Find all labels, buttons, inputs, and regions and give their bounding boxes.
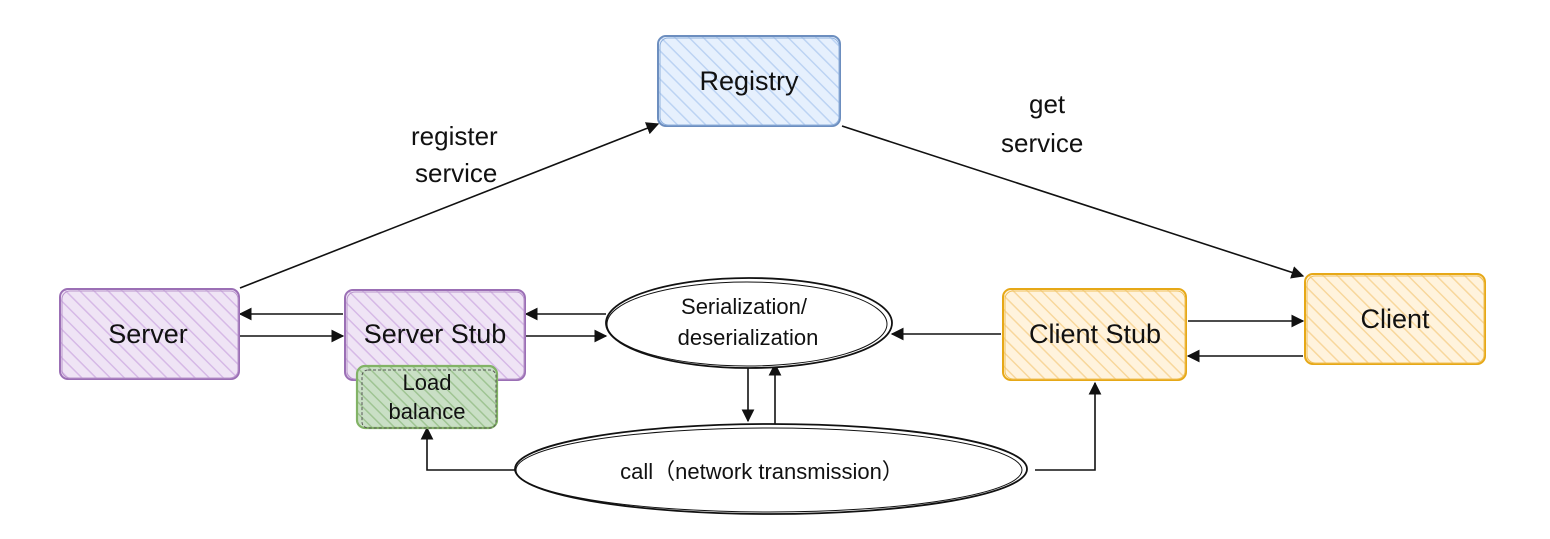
registry-node: Registry	[657, 35, 841, 127]
load-balance-node: Load balance	[355, 364, 499, 430]
server-stub-label: Server Stub	[364, 319, 507, 349]
client-stub-label: Client Stub	[1029, 319, 1161, 349]
load-balance-label-line1: Load	[403, 370, 452, 395]
register-service-label-line1: register	[411, 121, 498, 151]
server-node: Server	[59, 288, 240, 380]
serialization-node: Serialization/ deserialization	[605, 277, 893, 369]
register-service-label-line2: service	[415, 158, 497, 188]
network-call-node: call（network transmission）	[514, 423, 1028, 515]
client-node: Client	[1304, 273, 1486, 365]
edge-call-to-client-stub	[1035, 381, 1102, 471]
edge-call-to-load-balance	[420, 426, 515, 471]
serialization-label-line2: deserialization	[678, 325, 819, 350]
edges	[238, 122, 1305, 471]
get-service-label-line1: get	[1029, 89, 1066, 119]
network-call-label: call（network transmission）	[620, 459, 904, 484]
client-label: Client	[1360, 304, 1430, 334]
get-service-label-line2: service	[1001, 128, 1083, 158]
edge-register-service	[239, 122, 660, 289]
client-stub-node: Client Stub	[1002, 288, 1187, 381]
serialization-label-line1: Serialization/	[681, 294, 808, 319]
edge-get-service	[841, 125, 1305, 279]
server-label: Server	[108, 319, 188, 349]
registry-label: Registry	[699, 66, 799, 96]
load-balance-label-line2: balance	[388, 399, 465, 424]
